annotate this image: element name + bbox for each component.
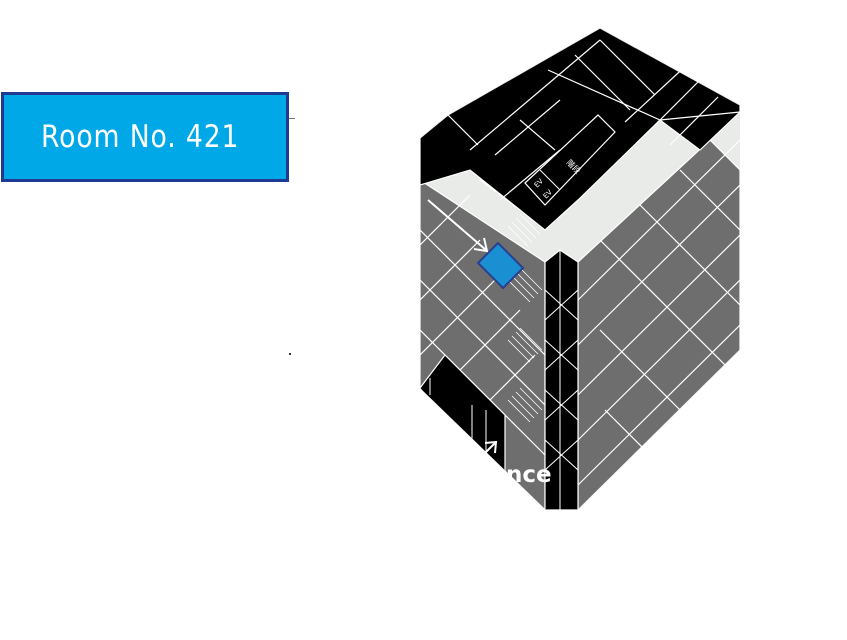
entrance-walls bbox=[429, 378, 487, 455]
leader-line bbox=[289, 118, 295, 119]
stairs bbox=[507, 267, 543, 423]
right-wing-walls bbox=[577, 139, 740, 486]
entrance-label: Entrance bbox=[436, 462, 552, 488]
elevator-core bbox=[524, 114, 616, 206]
room-421-highlight bbox=[476, 241, 525, 290]
elevator-divider bbox=[539, 169, 561, 191]
arrow-up-right-icon bbox=[479, 440, 498, 459]
upper-stairs bbox=[507, 213, 541, 247]
marker-dot bbox=[289, 353, 291, 355]
room-number-label: Room No. 421 bbox=[41, 119, 240, 155]
room-number-banner: Room No. 421 bbox=[1, 92, 289, 182]
corridor-lines bbox=[544, 250, 579, 510]
arrow-down-right-icon bbox=[427, 199, 489, 253]
corridor-spine bbox=[544, 249, 579, 510]
upper-section-walls bbox=[447, 39, 740, 211]
